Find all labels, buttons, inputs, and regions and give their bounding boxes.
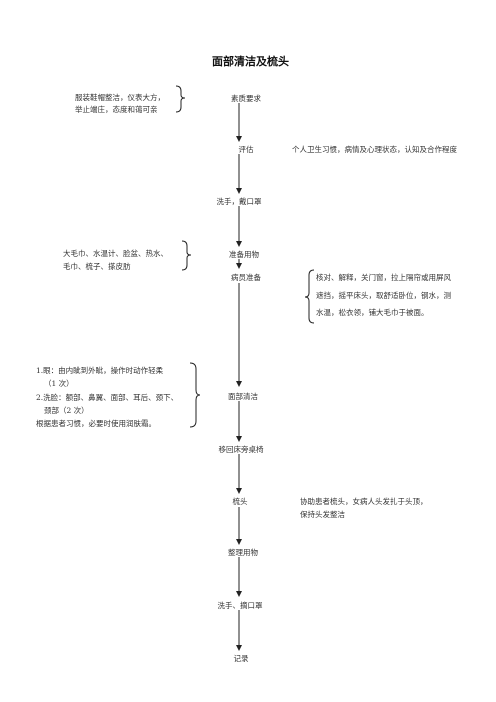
brace-quality (175, 85, 186, 113)
note-patient-line-1: 核对、解释，关门窗，拉上隔帘或用屏风 (316, 273, 451, 282)
note-assess: 个人卫生习惯，病情及心理状态，认知及合作程度 (292, 145, 457, 154)
brace-supplies (181, 240, 192, 271)
step-return-furniture: 移回床旁桌椅 (218, 445, 264, 454)
step-wash-hands: 洗手，戴口罩 (216, 197, 262, 206)
note-face-line-5: 根据患者习惯，必要时使用润肤霜。 (36, 419, 156, 428)
page-title: 面部清洁及梳头 (212, 55, 289, 68)
step-patient-prep: 病员准备 (231, 273, 261, 282)
note-quality-line-1: 服装鞋帽整洁，仪表大方， (75, 93, 165, 102)
brace-face (189, 362, 201, 428)
note-comb-line-1: 协助患者梳头，女病人头发扎于头顶， (300, 497, 428, 506)
step-wash-remove-mask: 洗手、摘口罩 (217, 601, 263, 610)
step-tidy-supplies: 整理用物 (228, 548, 258, 557)
note-face-line-2: （1 次） (44, 379, 74, 388)
step-record: 记录 (233, 654, 249, 663)
step-comb: 梳头 (232, 497, 248, 506)
note-patient-line-3: 水温，松衣领，铺大毛巾于被面。 (316, 308, 429, 317)
note-quality-line-2: 举止端庄，态度和蔼可亲 (75, 105, 158, 114)
step-assess: 评估 (238, 145, 254, 154)
brace-patient (304, 269, 315, 324)
note-supplies-line-2: 毛巾、梳子、搽皮肪 (63, 262, 131, 271)
note-patient-line-2: 遮挡，摇平床头，取舒适卧位，钢水，测 (316, 291, 451, 300)
note-face-line-3: 2.洗脸：额部、鼻翼、面部、耳后、颈下、 (36, 393, 179, 402)
note-face-line-4: 颈部（2 次） (44, 406, 89, 415)
step-face-clean: 面部清洁 (228, 392, 258, 401)
step-quality: 素质要求 (231, 94, 261, 103)
note-supplies-line-1: 大毛巾、水温计、脸盆、热水、 (63, 249, 168, 258)
note-comb-line-2: 保持头发整洁 (300, 510, 345, 519)
note-face-line-1: 1.眼：由内眦到外眦，操作时动作轻柔 (36, 366, 164, 375)
step-prepare-supplies: 准备用物 (229, 250, 259, 259)
